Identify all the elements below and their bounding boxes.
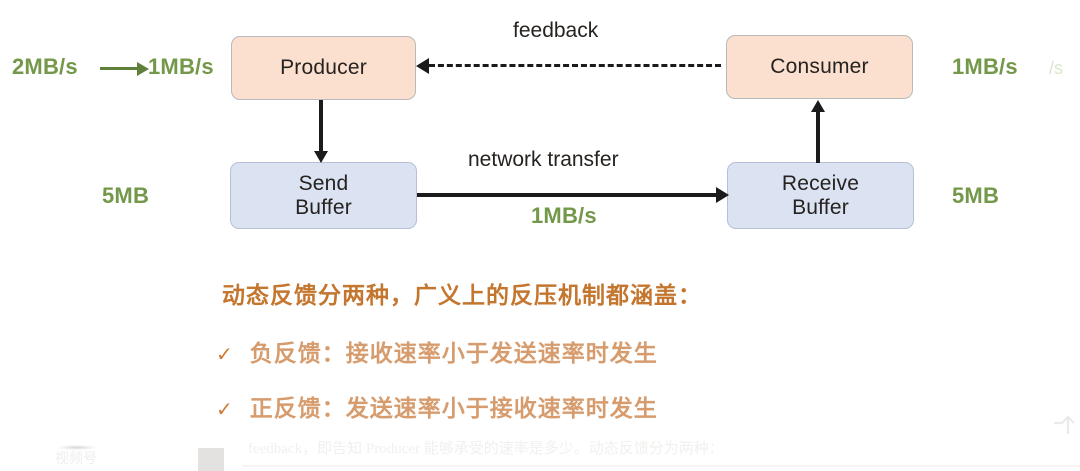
memory-receive-buffer: 5MB <box>952 183 1000 208</box>
checkmark-icon: ✓ <box>216 397 234 421</box>
memory-send-buffer: 5MB <box>102 183 150 208</box>
rate-input-source: 2MB/s <box>12 54 78 79</box>
rate-network-transfer: 1MB/s <box>531 203 597 228</box>
arrow-producer-to-send-buffer <box>314 100 328 163</box>
node-send-buffer[interactable]: Send Buffer <box>230 162 417 229</box>
ghost-shadow <box>57 445 97 450</box>
arrow-network-transfer <box>417 187 729 202</box>
arrow-feedback-dashed <box>416 57 721 74</box>
edge-label-network-transfer: network transfer <box>468 148 619 171</box>
edge-label-feedback: feedback <box>513 19 599 42</box>
node-receive-buffer-label: Receive Buffer <box>781 171 860 219</box>
arrow-rate-throttle <box>100 61 149 76</box>
notes-bullet-negative-feedback: ✓ 负反馈：接收速率小于发送速率时发生 <box>216 334 658 368</box>
notes-bullet-1-text: 正反馈：发送速率小于接收速率时发生 <box>249 396 658 421</box>
node-consumer-label: Consumer <box>770 55 869 79</box>
ghost-thumbnail-swatch <box>198 448 224 471</box>
notes-bullet-0-text: 负反馈：接收速率小于发送速率时发生 <box>249 341 658 366</box>
node-producer[interactable]: Producer <box>231 36 416 100</box>
node-receive-buffer[interactable]: Receive Buffer <box>727 162 914 229</box>
rate-input-effective: 1MB/s <box>148 54 214 79</box>
ghost-caption-text: feedback，即告知 Producer 能够承受的速率是多少。动态反馈分为两… <box>248 441 724 457</box>
ghost-footer-mark: 视频号 <box>55 452 97 467</box>
node-producer-label: Producer <box>280 56 367 80</box>
notes-heading: 动态反馈分两种，广义上的反压机制都涵盖： <box>222 283 702 308</box>
arrow-receive-buffer-to-consumer <box>811 100 825 163</box>
rate-ghost-fragment: /s <box>1049 58 1064 78</box>
ghost-divider <box>242 465 1080 467</box>
node-send-buffer-label: Send Buffer <box>295 171 352 219</box>
node-consumer[interactable]: Consumer <box>726 35 913 99</box>
rate-consumer: 1MB/s <box>952 54 1018 79</box>
scroll-to-top-icon[interactable] <box>1050 414 1078 436</box>
checkmark-icon: ✓ <box>216 342 234 366</box>
notes-bullet-positive-feedback: ✓ 正反馈：发送速率小于接收速率时发生 <box>216 389 658 423</box>
